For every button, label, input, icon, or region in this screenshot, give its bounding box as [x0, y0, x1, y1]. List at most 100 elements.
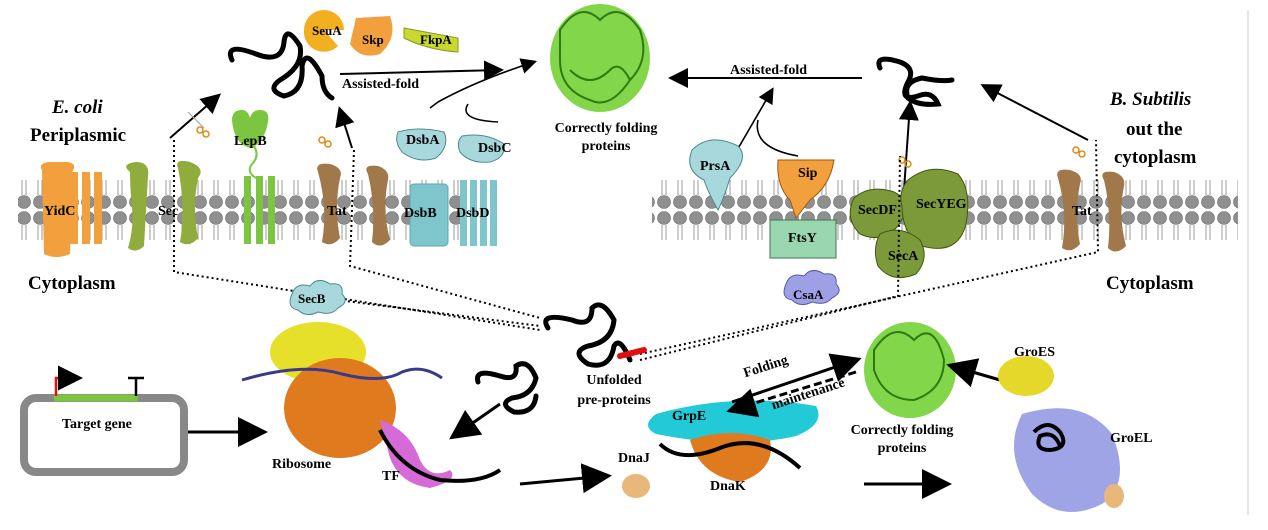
- bsubtilis-label: B. Subtilis: [1110, 89, 1192, 110]
- ribosome: [270, 322, 453, 488]
- skp-protein: [350, 16, 393, 56]
- dsbb-label: DsbB: [404, 206, 437, 221]
- seca-label: SecA: [888, 249, 919, 264]
- dsba-protein: [396, 128, 447, 161]
- correct-fold-top-line1: Correctly folding: [554, 121, 658, 136]
- chain-unfolded-center: [543, 302, 633, 368]
- tat-right-a: [1057, 169, 1081, 251]
- fkpa-protein: [403, 27, 459, 53]
- dnak-label: DnaK: [710, 479, 746, 494]
- dsbd-label: DsbD: [456, 206, 490, 221]
- tat-left-b: [366, 165, 390, 246]
- ecoli-label: E. coli: [52, 97, 103, 118]
- secb-cloud: [289, 280, 346, 316]
- secyeg-protein: [900, 168, 969, 249]
- correct-fold-bottom-line2: proteins: [877, 441, 927, 456]
- lepb-label: LepB: [234, 134, 267, 149]
- groes: [998, 356, 1054, 396]
- secyeg-label: SecYEG: [916, 197, 967, 212]
- tf-label: TF: [382, 469, 400, 484]
- ftsy-label: FtsY: [788, 231, 817, 246]
- arrow-sec-up: [169, 93, 222, 139]
- sip-protein: [777, 159, 835, 220]
- arrow-tat-up: [335, 106, 355, 149]
- fkpa-label: FkpA: [420, 32, 452, 47]
- arrow-assisted-left: [339, 60, 504, 81]
- arrow-sip-curve: [756, 119, 799, 157]
- correct-fold-top-line2: proteins: [581, 139, 631, 154]
- seua-protein: [303, 10, 344, 52]
- tat-right-b: [1102, 171, 1126, 252]
- left-membrane: [18, 176, 466, 246]
- arrow-tat-right-up: [980, 84, 1089, 141]
- scissors-icon: [187, 111, 210, 138]
- tat-left-a: [317, 163, 341, 245]
- arrow-to-dnak: [519, 463, 612, 494]
- dsbd-protein: [460, 180, 497, 246]
- sec-label: Sec: [158, 204, 179, 219]
- dsbc-protein: [457, 134, 505, 163]
- promoter-arrow: [54, 365, 83, 396]
- dsbb-protein: [409, 183, 449, 247]
- unfolded-line2: pre-proteins: [577, 393, 651, 408]
- out-the-label: out the: [1126, 119, 1183, 140]
- cytoplasm-left-label: Cytoplasm: [28, 273, 116, 294]
- dnaj-label: DnaJ: [618, 451, 650, 466]
- prsa-protein: [689, 139, 743, 212]
- chain-top-left: [228, 31, 335, 101]
- sip-label: Sip: [798, 166, 818, 181]
- ftsy-protein: [769, 219, 837, 259]
- scissors-icon: [318, 136, 332, 148]
- csaa-cloud: [783, 270, 840, 306]
- groes-label: GroES: [1014, 345, 1055, 360]
- chain-top-right: [876, 56, 955, 107]
- scissors-icon: [1072, 146, 1086, 158]
- secdf-label: SecDF: [858, 203, 897, 218]
- terminator: [128, 376, 144, 396]
- groel-label: GroEL: [1110, 431, 1153, 446]
- mrna: [241, 367, 443, 382]
- arrow-to-tf: [449, 402, 501, 440]
- unfolded-line1: Unfolded: [586, 373, 642, 388]
- csaa-label: CsaA: [793, 287, 824, 302]
- dotted-paths: [173, 139, 1100, 361]
- ribosome-label: Ribosome: [272, 457, 332, 472]
- periplasmic-label: Periplasmic: [30, 125, 127, 146]
- prsa-label: PrsA: [700, 159, 731, 174]
- assisted-fold-left-label: Assisted-fold: [342, 77, 420, 92]
- nascent-chain: [378, 429, 502, 483]
- skp-label: Skp: [362, 32, 384, 47]
- sec-left-a: [126, 162, 149, 251]
- target-gene-label: Target gene: [62, 417, 132, 432]
- folded-protein-top: [550, 4, 650, 112]
- plasmid: [20, 394, 188, 476]
- tat-left-label: Tat: [327, 204, 347, 219]
- yidc-label: YidC: [44, 204, 76, 219]
- folded-protein-bottom: [864, 322, 956, 418]
- cytoplasm-right-label: Cytoplasm: [1106, 273, 1194, 294]
- dsba-label: DsbA: [406, 133, 440, 148]
- secb-label: SecB: [298, 291, 326, 306]
- chain-middle: [475, 361, 539, 415]
- signal-peptide: [617, 347, 647, 359]
- seca-protein: [874, 229, 925, 279]
- grpe-label: GrpE: [672, 409, 707, 424]
- assisted-fold-right-label: Assisted-fold: [730, 63, 808, 78]
- cytoplasm-sub-label: cytoplasm: [1114, 147, 1197, 168]
- dnak-complex: [622, 400, 819, 498]
- arrow-dsb-curve: [465, 103, 499, 123]
- arrow-groel-to-folded: [946, 358, 1001, 388]
- arrow-dsb: [429, 58, 538, 109]
- seua-label: SeuA: [312, 23, 342, 38]
- tat-right-label: Tat: [1072, 204, 1092, 219]
- arrow-prsa: [735, 87, 774, 153]
- chain-dnak: [658, 441, 802, 470]
- arrow-secyeg-up: [898, 100, 919, 191]
- arrow-maintenance: [726, 370, 857, 418]
- lepb-protein: [232, 110, 275, 244]
- sec-left-b: [177, 160, 201, 245]
- yidc-protein: [40, 162, 102, 257]
- dsbc-label: DsbC: [478, 141, 512, 156]
